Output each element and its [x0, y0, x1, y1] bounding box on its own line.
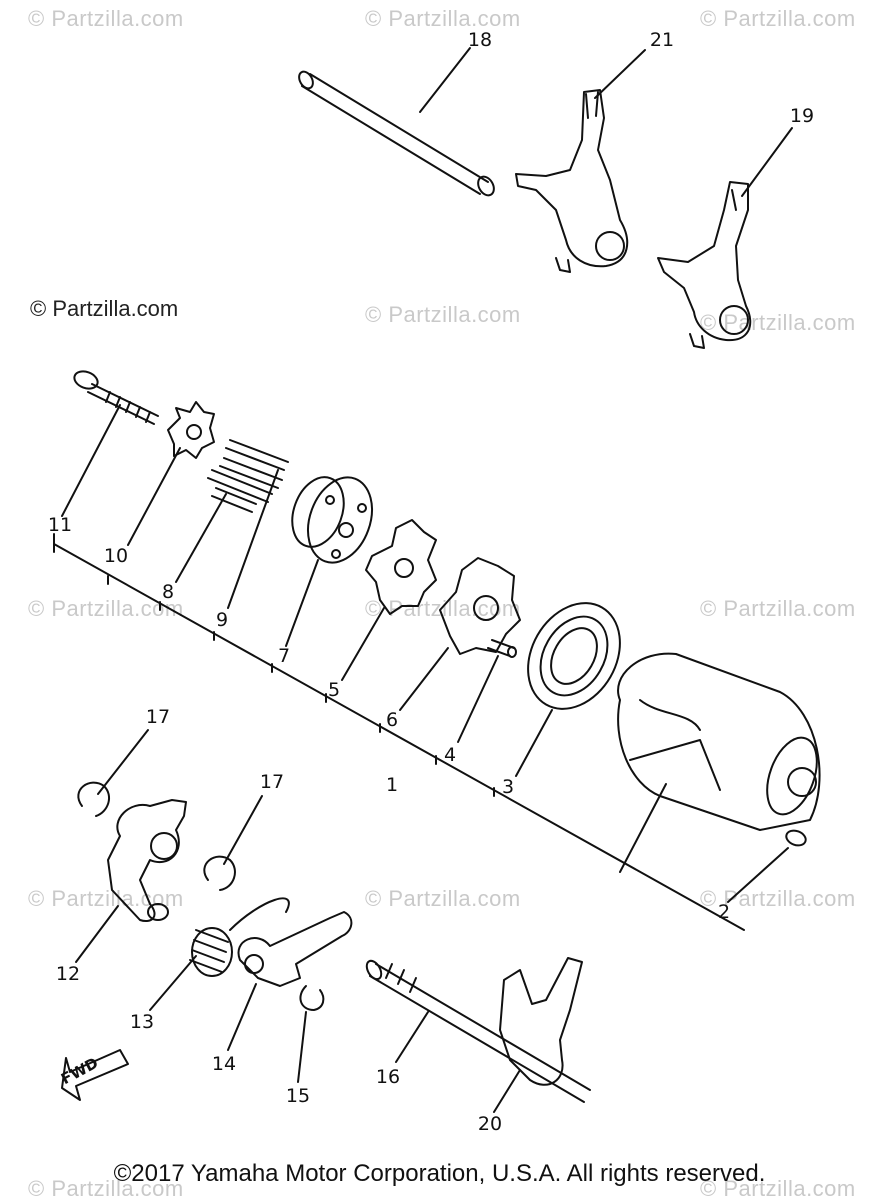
leader-line: [61, 404, 121, 517]
leader-line: [457, 655, 499, 743]
cam-part: [439, 557, 521, 655]
callout-8: 8: [161, 581, 175, 603]
callout-19: 19: [789, 105, 815, 127]
watermark: © Partzilla.com: [28, 1176, 184, 1201]
leader-line: [75, 905, 119, 963]
callout-10: 10: [103, 545, 129, 567]
leader-line: [594, 49, 646, 99]
leader-line: [619, 783, 667, 873]
circlip-part-c: [299, 985, 325, 1011]
leader-line: [515, 709, 553, 777]
callout-18: 18: [467, 29, 493, 51]
leader-line: [227, 469, 279, 609]
callout-2: 2: [717, 901, 731, 923]
stopper-lever-part: [237, 911, 353, 987]
shift-drum-part: [617, 652, 821, 831]
callout-20: 20: [477, 1113, 503, 1135]
callout-14: 14: [211, 1053, 237, 1075]
leader-line: [149, 955, 197, 1011]
segment-plate-part: [167, 401, 215, 459]
screw-part: [73, 370, 159, 425]
callout-15: 15: [285, 1085, 311, 1107]
watermark: © Partzilla.com: [700, 6, 856, 31]
callout-7: 7: [277, 645, 291, 667]
watermark: © Partzilla.com: [28, 596, 184, 621]
callout-21: 21: [649, 29, 675, 51]
callout-12: 12: [55, 963, 81, 985]
leader-line: [493, 1069, 521, 1113]
callout-1: 1: [385, 774, 399, 796]
callout-6: 6: [385, 709, 399, 731]
callout-17-middle: 17: [259, 771, 285, 793]
leader-line: [223, 795, 263, 865]
leader-line: [175, 493, 227, 583]
assembly-bracket-line: [53, 533, 745, 931]
watermark: © Partzilla.com: [365, 6, 521, 31]
watermark: © Partzilla.com: [700, 886, 856, 911]
shift-arm-part: [107, 799, 187, 922]
leader-line: [285, 559, 319, 647]
leader-line: [297, 1011, 307, 1083]
watermark: © Partzilla.com: [700, 596, 856, 621]
callout-16: 16: [375, 1066, 401, 1088]
leader-line: [399, 647, 449, 711]
leader-line: [127, 447, 181, 546]
watermark: © Partzilla.com: [365, 302, 521, 327]
callout-4: 4: [443, 744, 457, 766]
watermark: © Partzilla.com: [365, 886, 521, 911]
callout-11: 11: [47, 514, 73, 536]
fwd-arrow-icon: [61, 1049, 129, 1101]
shift-fork-21-part: [515, 89, 629, 273]
leader-line: [97, 729, 149, 795]
watermark: © Partzilla.com: [28, 886, 184, 911]
callout-17-top: 17: [145, 706, 171, 728]
circlip-part-b: [203, 855, 236, 891]
pins-part: [207, 439, 289, 513]
leader-line: [227, 983, 257, 1051]
drum-pin-part: [785, 829, 807, 847]
shift-shaft-part: [365, 959, 591, 1103]
spring-part: [189, 897, 290, 977]
watermark: © Partzilla.com: [28, 6, 184, 31]
shift-fork-19-part: [657, 181, 752, 349]
leader-line: [395, 1011, 429, 1063]
callout-5: 5: [327, 679, 341, 701]
watermark: © Partzilla.com: [700, 1176, 856, 1201]
leader-line: [419, 47, 471, 113]
callout-3: 3: [501, 776, 515, 798]
cam-plate-part: [365, 519, 437, 615]
shift-fork-20-part: [499, 957, 583, 1086]
bearing-part: [527, 602, 621, 710]
copyright-notice: ©2017 Yamaha Motor Corporation, U.S.A. A…: [113, 1160, 766, 1187]
dowel-pin-part: [487, 639, 517, 658]
callout-9: 9: [215, 609, 229, 631]
leader-line: [341, 607, 385, 681]
leader-line: [741, 127, 793, 197]
leader-line: [727, 847, 789, 903]
callout-13: 13: [129, 1011, 155, 1033]
drum-collar-part: [291, 476, 373, 564]
circlip-part-a: [77, 781, 111, 817]
shift-guide-bar-part: [298, 70, 495, 197]
partzilla-watermark: © Partzilla.com: [30, 296, 179, 321]
